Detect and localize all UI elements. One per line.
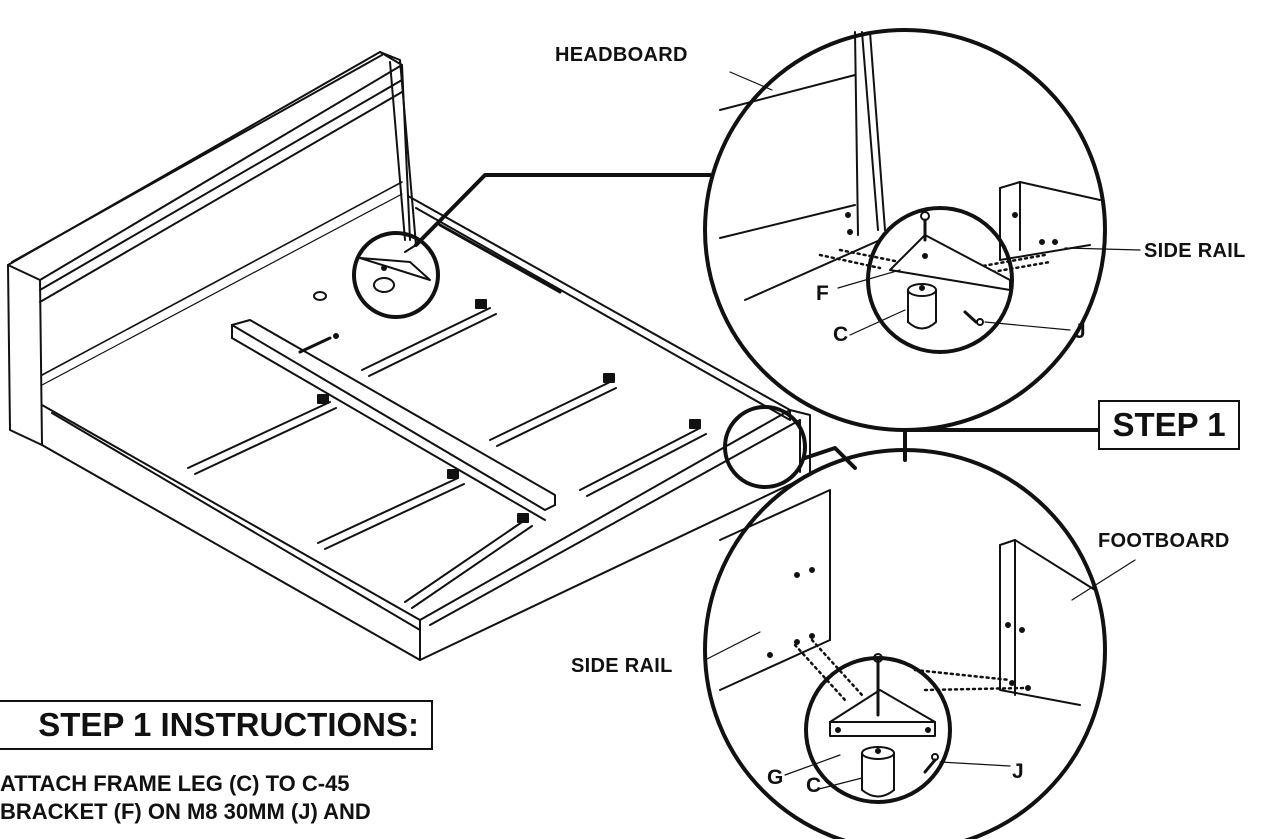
instructions-heading: STEP 1 INSTRUCTIONS: [0,700,433,750]
label-headboard: HEADBOARD [555,44,688,66]
bed-frame [7,51,811,661]
label-side-rail-top: SIDE RAIL [1144,240,1246,262]
zoom-marker-top [352,173,712,319]
zoom-marker-bottom [723,405,857,489]
instructions-line-1: ATTACH FRAME LEG (C) TO C-45 [0,771,350,796]
step-connector [903,428,1100,462]
part-label-c-top: C [833,323,849,346]
part-label-j-top: J [1074,320,1086,343]
detail-headboard-corner [703,28,1141,432]
step-label-box: STEP 1 [1098,400,1240,450]
instructions-text: ATTACH FRAME LEG (C) TO C-45 BRACKET (F)… [0,770,436,839]
part-label-c-bottom: C [806,774,822,797]
part-label-g: G [767,766,784,789]
label-side-rail-bottom: SIDE RAIL [571,655,673,677]
left-side-rail [7,264,43,446]
part-label-j-bottom: J [1012,760,1024,783]
instructions-line-2: BRACKET (F) ON M8 30MM (J) AND [0,799,371,824]
detail-footboard-corner [703,448,1136,839]
label-footboard: FOOTBOARD [1098,530,1230,552]
part-label-f: F [816,282,829,305]
